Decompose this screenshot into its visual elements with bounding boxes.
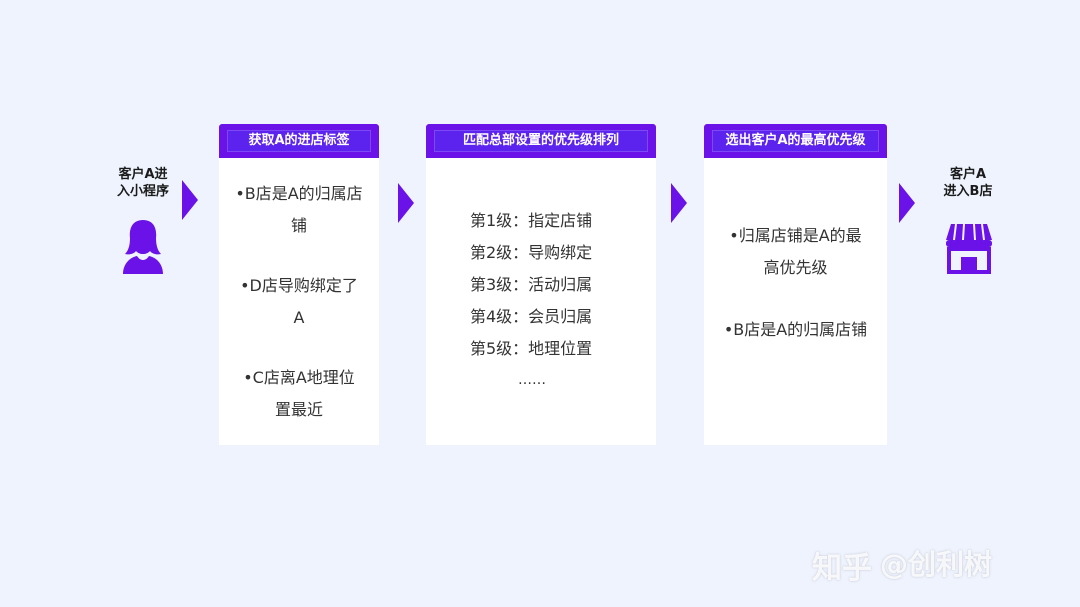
step-card-1-title: 获取A的进店标签 [227, 130, 371, 152]
priority-level-list: 第1级：指定店铺 第2级：导购绑定 第3级：活动归属 第4级：会员归属 第5级：… [470, 205, 650, 365]
step-card-3-title: 选出客户A的最高优先级 [712, 130, 879, 152]
step-3-bullet-1: •归属店铺是A的最 高优先级 [729, 226, 862, 277]
priority-level-3: 第3级：活动归属 [470, 275, 593, 294]
step-card-3-header: 选出客户A的最高优先级 [704, 124, 887, 158]
flow-arrow-2 [398, 183, 414, 223]
flow-arrow-4 [899, 183, 915, 223]
end-label: 客户A 进入B店 [943, 167, 993, 199]
store-icon [944, 222, 994, 274]
flow-arrow-1 [182, 180, 198, 220]
priority-ellipsis: …… [518, 372, 546, 388]
person-icon [119, 218, 167, 274]
step-card-1: 获取A的进店标签 •B店是A的归属店 铺 •D店导购绑定了 A •C店离A地理位… [219, 124, 379, 445]
step-1-bullet-3: •C店离A地理位 置最近 [243, 368, 355, 419]
watermark-brand: @创利树 [880, 548, 993, 581]
watermark-zhihu: 知乎 [812, 551, 872, 586]
priority-level-5: 第5级：地理位置 [470, 339, 593, 358]
step-card-2-header: 匹配总部设置的优先级排列 [426, 124, 656, 158]
step-1-bullet-2: •D店导购绑定了 A [240, 276, 358, 327]
step-3-bullet-2: •B店是A的归属店铺 [723, 320, 868, 339]
priority-level-4: 第4级：会员归属 [470, 307, 593, 326]
flow-arrow-3 [671, 183, 687, 223]
step-1-bullet-1: •B店是A的归属店 铺 [235, 184, 363, 235]
step-card-2: 匹配总部设置的优先级排列 第1级：指定店铺 第2级：导购绑定 第3级：活动归属 … [426, 124, 656, 445]
step-card-2-title: 匹配总部设置的优先级排列 [434, 130, 648, 152]
step-card-3: 选出客户A的最高优先级 •归属店铺是A的最 高优先级 •B店是A的归属店铺 [704, 124, 887, 445]
start-label: 客户A进 入小程序 [116, 167, 169, 199]
step-card-1-header: 获取A的进店标签 [219, 124, 379, 158]
priority-level-1: 第1级：指定店铺 [470, 211, 593, 230]
priority-level-2: 第2级：导购绑定 [470, 243, 593, 262]
